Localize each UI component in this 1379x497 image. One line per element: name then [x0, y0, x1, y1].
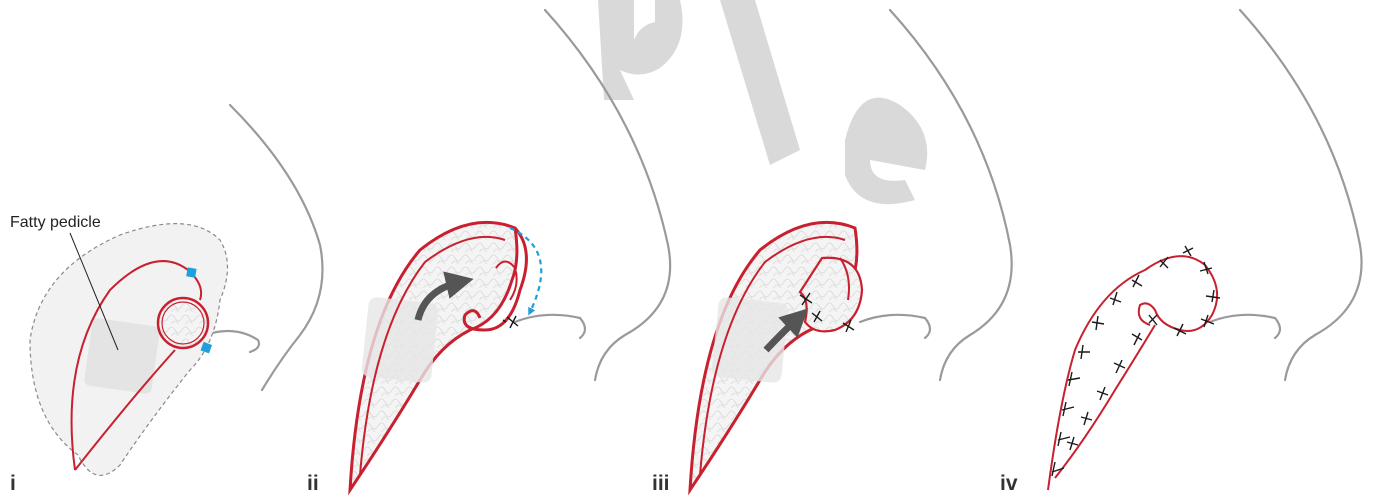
- alar-defect: [158, 298, 208, 348]
- panel-iii: iii: [652, 10, 1012, 495]
- panel-label-iii: iii: [652, 472, 670, 495]
- panel-label-i: i: [10, 472, 16, 495]
- panel-i: Fatty pedicle i: [10, 105, 323, 495]
- panel-label-ii: ii: [307, 472, 319, 495]
- suture-row: [1052, 246, 1220, 476]
- marker-square-upper: [186, 267, 196, 277]
- callout-label: Fatty pedicle: [10, 214, 101, 231]
- face-profile-outline: [1210, 10, 1362, 380]
- panel-label-iv: iv: [1000, 472, 1018, 495]
- panel-iv: iv: [1000, 10, 1362, 495]
- fatty-pedicle: [84, 318, 161, 395]
